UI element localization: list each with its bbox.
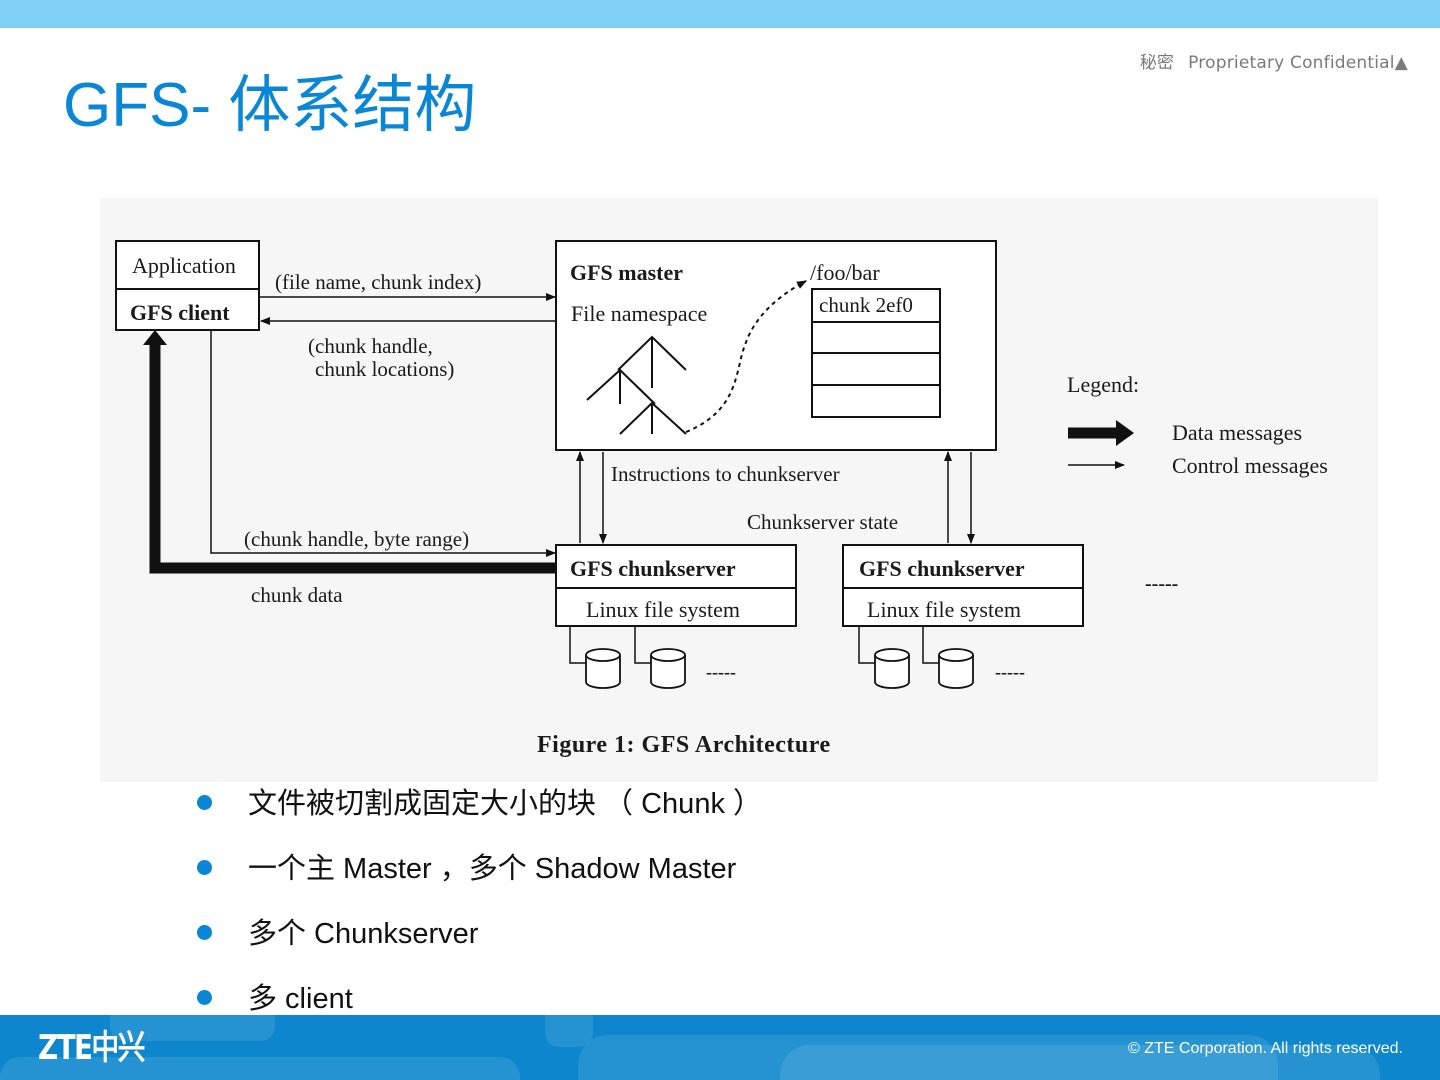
legend: Legend: Data messages Control messages — [1067, 372, 1328, 478]
byte-range-arrow — [210, 330, 556, 557]
instructions-label: Instructions to chunkserver — [611, 462, 840, 486]
confidentiality-label: 秘密 Proprietary Confidential▲ — [1140, 48, 1408, 73]
confidential-text: Proprietary Confidential — [1188, 53, 1395, 73]
disk-ellipsis-1: ----- — [706, 662, 736, 682]
chunk-label: chunk 2ef0 — [819, 293, 913, 317]
bullet-item: 一个主 Master ，多个 Shadow Master — [195, 845, 762, 910]
chunkserver-2-fs: Linux file system — [867, 597, 1021, 622]
classification-text: 秘密 — [1139, 53, 1175, 73]
chunkserver-box-1: GFS chunkserver Linux file system ----- — [555, 544, 797, 689]
namespace-link — [685, 280, 807, 433]
chunkserver-state-label: Chunkserver state — [747, 510, 898, 534]
master-title: GFS master — [570, 260, 683, 285]
chunk-table: chunk 2ef0 — [811, 288, 941, 418]
legend-control-label: Control messages — [1172, 453, 1328, 478]
disk-ellipsis-2: ----- — [995, 662, 1025, 682]
application-label: Application — [132, 253, 236, 278]
bullet-text: 一个主 Master ，多个 Shadow Master — [248, 853, 737, 885]
gfs-architecture-figure: Application GFS client (file name, chunk… — [100, 198, 1378, 782]
legend-title: Legend: — [1067, 372, 1139, 397]
request-label: (file name, chunk index) — [275, 270, 481, 294]
bullet-item: 文件被切割成固定大小的块 （ Chunk ） — [195, 780, 762, 845]
disk-icon — [874, 648, 910, 689]
chunkserver-2-title: GFS chunkserver — [859, 556, 1025, 581]
footer-bar: ZTE中兴 © ZTE Corporation. All rights rese… — [0, 1015, 1440, 1080]
chunk-data-label: chunk data — [251, 583, 343, 607]
namespace-tree — [586, 335, 687, 435]
bullet-list: 文件被切割成固定大小的块 （ Chunk ） 一个主 Master ，多个 Sh… — [195, 780, 762, 1040]
disk-icon — [585, 648, 621, 689]
bullet-text: 文件被切割成固定大小的块 （ Chunk ） — [248, 788, 763, 820]
bullet-text: 多 client — [248, 983, 353, 1015]
chunkserver-1-fs: Linux file system — [586, 597, 740, 622]
more-chunkservers-ellipsis: ----- — [1145, 573, 1178, 595]
response-label-1: (chunk handle, — [308, 334, 433, 358]
bullet-dot — [197, 795, 212, 810]
bullet-dot — [197, 990, 212, 1005]
bullet-dot — [197, 925, 212, 940]
bullet-dot — [197, 860, 212, 875]
path-label: /foo/bar — [810, 260, 880, 285]
slide-title: GFS- 体系结构 — [63, 71, 477, 140]
byte-range-label: (chunk handle, byte range) — [244, 527, 469, 551]
gfs-architecture-diagram: Application GFS client (file name, chunk… — [115, 240, 1328, 758]
gfs-client-label: GFS client — [130, 300, 230, 325]
chunkserver-box-2: GFS chunkserver Linux file system ----- — [842, 544, 1084, 689]
client-box: Application GFS client — [115, 240, 260, 331]
figure-caption: Figure 1: GFS Architecture — [537, 732, 831, 758]
legend-data-label: Data messages — [1172, 420, 1302, 445]
file-namespace-label: File namespace — [571, 301, 707, 326]
chunk-data-arrow — [149, 343, 556, 574]
response-label-2: chunk locations) — [315, 357, 454, 381]
bullet-item: 多个 Chunkserver — [195, 910, 762, 975]
disk-icon — [938, 648, 974, 689]
confidential-mark: ▲ — [1394, 53, 1408, 73]
top-accent-band — [0, 0, 1440, 28]
chunkserver-1-title: GFS chunkserver — [570, 556, 736, 581]
bullet-text: 多个 Chunkserver — [248, 918, 479, 950]
bullet-item: 多 client — [195, 975, 762, 1040]
zte-logo: ZTE中兴 — [38, 1028, 145, 1068]
disk-icon — [650, 648, 686, 689]
copyright-text: © ZTE Corporation. All rights reserved. — [1128, 1040, 1403, 1057]
master-box: GFS master File namespace /foo/bar chunk… — [555, 240, 997, 451]
